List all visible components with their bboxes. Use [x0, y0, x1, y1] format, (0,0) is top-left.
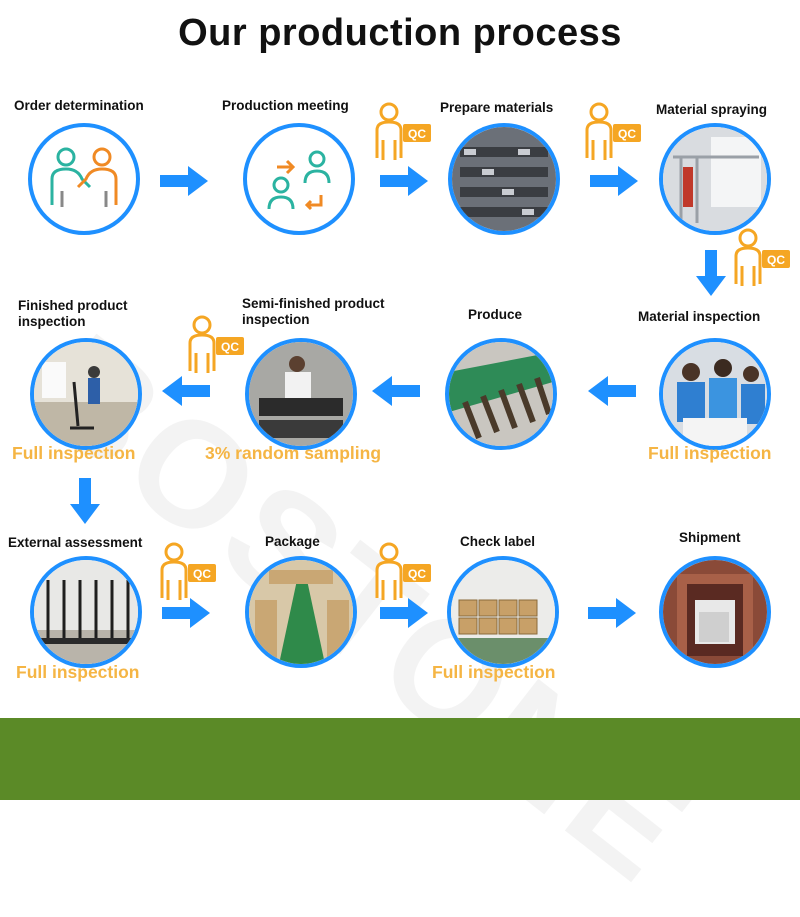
note-random-sampling: 3% random sampling: [205, 443, 382, 463]
note-full-inspection: Full inspection: [432, 662, 556, 682]
step-label-semi-finished-product-inspection: Semi-finished product inspection: [242, 296, 385, 327]
qc-badge: QC: [221, 340, 239, 354]
step-label-produce: Produce: [468, 307, 523, 322]
note-full-inspection: Full inspection: [16, 662, 140, 682]
arrow-right-icon: [588, 598, 636, 628]
meeting-icon: [243, 123, 355, 235]
step-label-package: Package: [265, 534, 320, 549]
arrow-right-icon: [380, 598, 428, 628]
arrow-right-icon: [160, 166, 208, 196]
container-photo: [659, 556, 771, 668]
handshake-icon: [28, 123, 140, 235]
arrow-down-icon: [70, 478, 100, 524]
package-photo: [245, 556, 357, 668]
production-line-photo: [445, 338, 557, 450]
qc-inspector-icon: QC: [585, 102, 641, 160]
step-label-external-assessment: External assessment: [8, 535, 143, 550]
arrow-left-icon: [588, 376, 636, 406]
arrow-left-icon: [372, 376, 420, 406]
step-label-prepare-materials: Prepare materials: [440, 100, 554, 115]
qc-inspector-icon: QC: [375, 102, 431, 160]
arrow-down-icon: [696, 250, 726, 296]
step-label-production-meeting: Production meeting: [222, 98, 349, 113]
inspection-photo: [659, 338, 771, 450]
qc-inspector-icon: QC: [375, 542, 431, 600]
arrow-right-icon: [162, 598, 210, 628]
arrow-left-icon: [162, 376, 210, 406]
step-label-order-determination: Order determination: [14, 98, 144, 113]
qc-badge: QC: [193, 567, 211, 581]
step-label-material-inspection: Material inspection: [638, 309, 761, 324]
step-label-finished-product-inspection: Finished product inspection: [18, 298, 128, 329]
qc-inspector-icon: QC: [734, 228, 790, 286]
arrow-right-icon: [380, 166, 428, 196]
footer-band: [0, 718, 800, 800]
arrow-right-icon: [590, 166, 638, 196]
warehouse-photo: [447, 556, 559, 668]
qc-badge: QC: [618, 127, 636, 141]
note-full-inspection: Full inspection: [12, 443, 136, 463]
finished-product-photo: [30, 338, 142, 450]
qc-badge: QC: [408, 567, 426, 581]
note-full-inspection: Full inspection: [648, 443, 772, 463]
step-label-check-label: Check label: [460, 534, 536, 549]
step-label-shipment: Shipment: [679, 530, 741, 545]
qc-inspector-icon: QC: [188, 315, 244, 373]
qc-inspector-icon: QC: [160, 542, 216, 600]
spraying-photo: [659, 123, 771, 235]
assessment-photo: [30, 556, 142, 668]
semi-finished-photo: [245, 338, 357, 450]
qc-badge: QC: [408, 127, 426, 141]
qc-badge: QC: [767, 253, 785, 267]
step-label-material-spraying: Material spraying: [656, 102, 768, 117]
page-title: Our production process: [178, 12, 622, 54]
materials-photo: [448, 123, 560, 235]
